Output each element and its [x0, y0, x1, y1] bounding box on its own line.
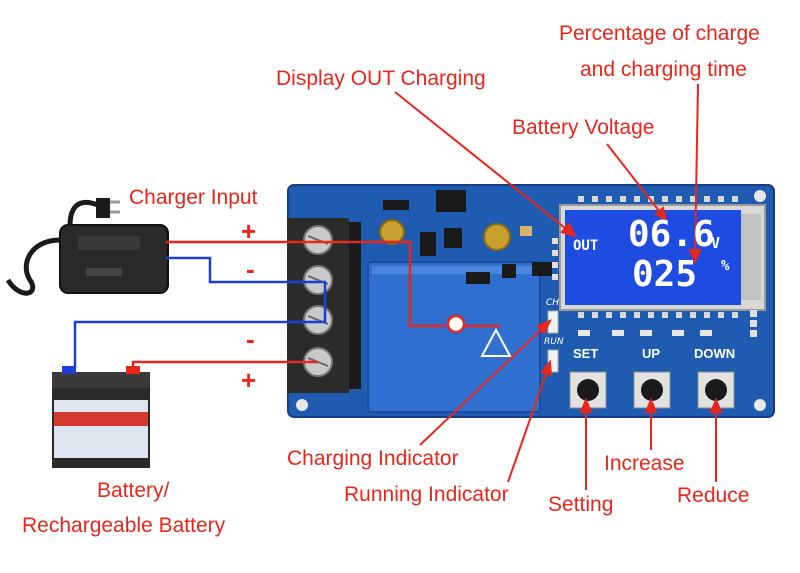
label-charging-indicator: Charging Indicator [287, 447, 459, 470]
mount-hole [754, 190, 766, 202]
label-increase: Increase [604, 452, 685, 475]
battery [52, 366, 150, 468]
diode [466, 272, 490, 284]
lcd-voltage-unit: V [711, 234, 721, 252]
label-battery-voltage: Battery Voltage [512, 116, 655, 139]
lcd-pins [578, 312, 738, 318]
diode [383, 200, 409, 210]
silkscreen-ch: CH [546, 298, 560, 308]
lcd-out-label: OUT [573, 238, 599, 254]
label-percentage-line2: and charging time [580, 58, 747, 81]
running-led [547, 349, 559, 373]
annotation-arrows [394, 83, 723, 490]
label-battery-line1: Battery/ [97, 479, 170, 502]
button-set-body [569, 371, 607, 409]
label-charger-input: Charger Input [129, 186, 258, 209]
label-percentage-line1: Percentage of charge [559, 22, 760, 45]
mount-hole [754, 399, 766, 411]
charger-minus-sign: - [246, 254, 255, 284]
ic-chip [436, 190, 466, 212]
header-pins [552, 238, 757, 337]
relay [367, 261, 541, 413]
label-display-out: Display OUT Charging [276, 67, 486, 90]
button-set-label: SET [573, 346, 599, 361]
charger-plus-sign: + [241, 216, 257, 246]
capacitor-smd [520, 226, 532, 236]
mount-hole [296, 399, 308, 411]
capacitor [483, 223, 511, 251]
transistor [502, 264, 516, 278]
charger-adapter [5, 198, 169, 296]
button-down-label: DOWN [694, 346, 736, 361]
lcd-voltage: 06.6 [628, 214, 715, 255]
diode [420, 232, 436, 256]
smd-resistors [578, 330, 712, 336]
label-setting: Setting [548, 493, 614, 516]
lcd-percent: 025 [632, 254, 698, 295]
label-running-indicator: Running Indicator [344, 483, 509, 506]
button-down-body [697, 371, 735, 409]
label-reduce: Reduce [677, 484, 750, 507]
output-switch [446, 314, 466, 334]
inductor [444, 228, 462, 248]
lcd-screen [565, 210, 741, 305]
capacitor [379, 219, 405, 245]
lcd-percent-unit: % [721, 258, 730, 274]
button-up-label: UP [642, 346, 661, 361]
plug [96, 198, 110, 218]
battery-plus-sign: + [241, 365, 257, 395]
ic-chip [532, 262, 552, 276]
silkscreen-run: RUN [544, 337, 564, 347]
wire-red [131, 240, 500, 369]
battery-minus-sign: - [246, 324, 255, 354]
wire-blue [73, 256, 327, 369]
label-battery-line2: Rechargeable Battery [22, 514, 226, 537]
